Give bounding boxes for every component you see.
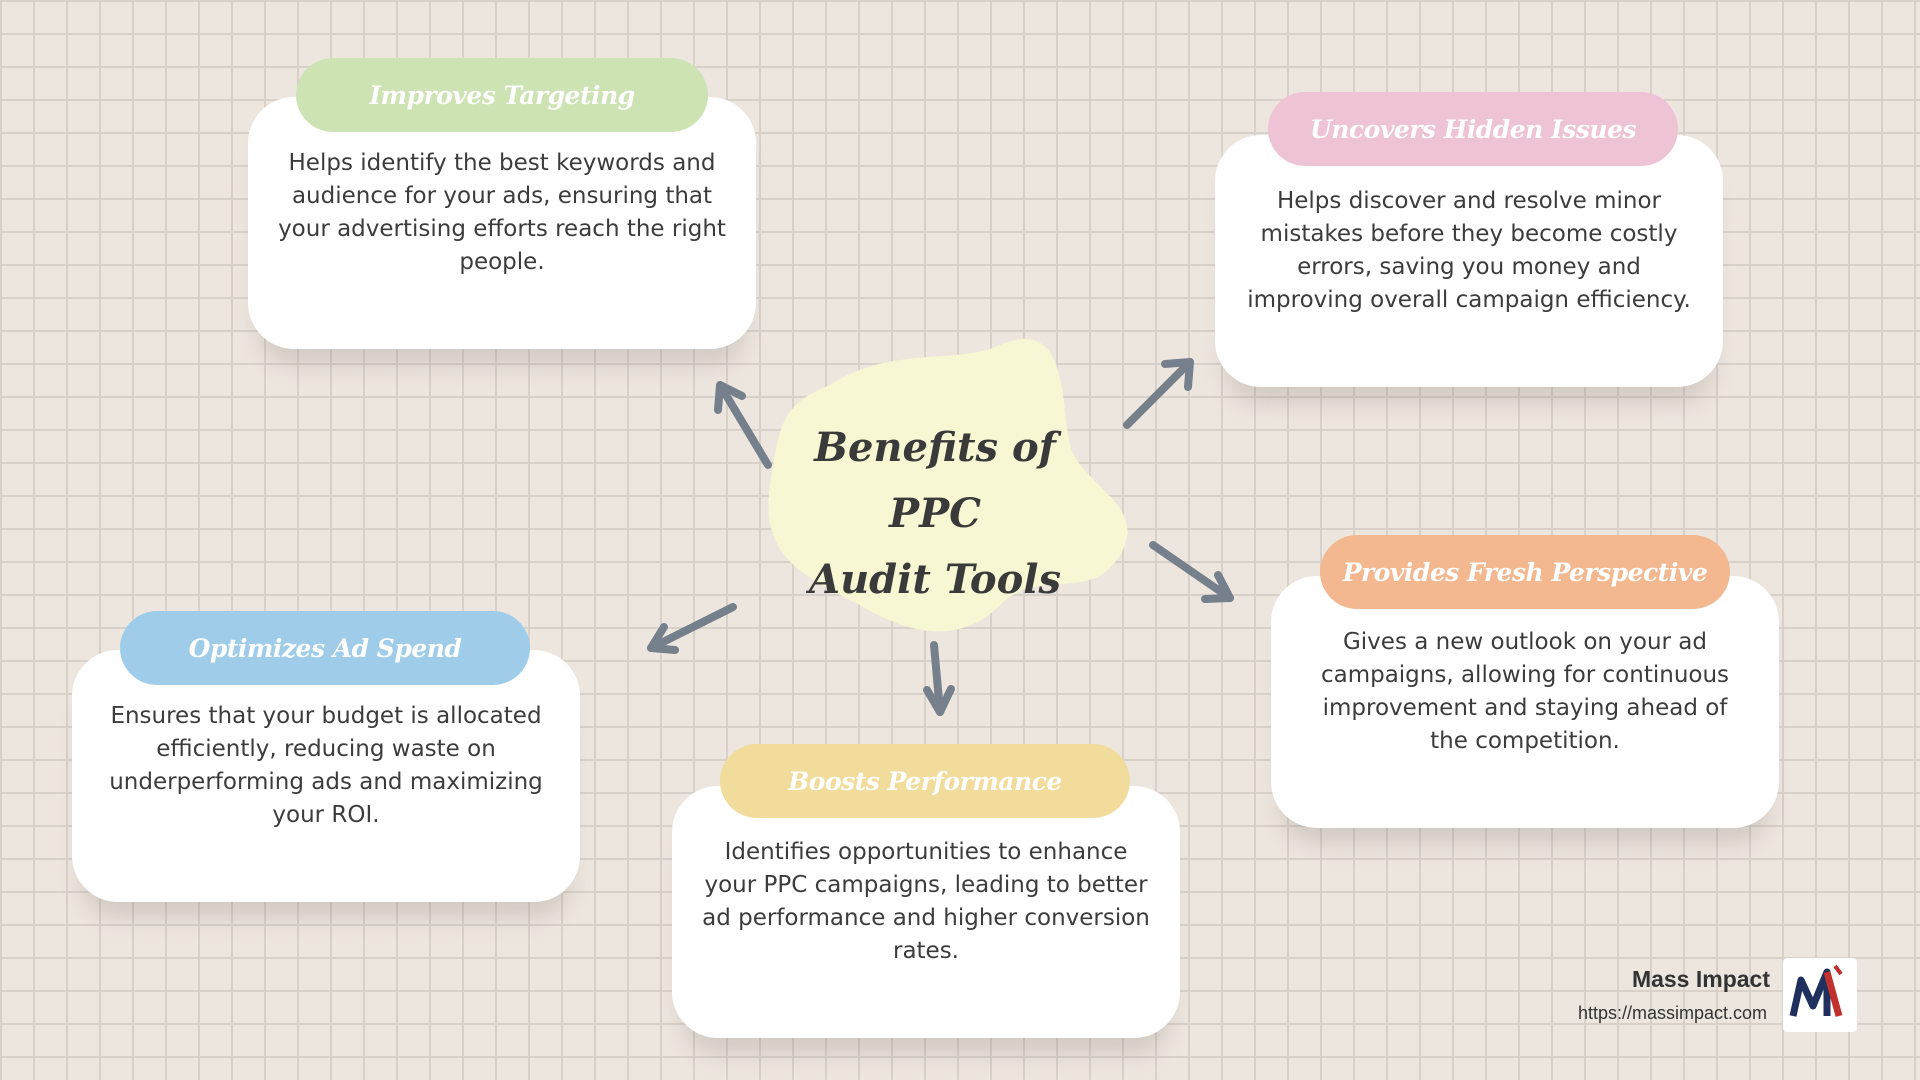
- card-uncovers-hidden-issues: Helps discover and resolve minor mistake…: [1215, 135, 1723, 387]
- card-text: Identifies opportunities to enhance your…: [702, 839, 1150, 964]
- pill-optimizes-ad-spend: Optimizes Ad Spend: [120, 611, 530, 685]
- card-improves-targeting: Helps identify the best keywords and aud…: [248, 97, 756, 349]
- brand-name: Mass Impact: [1631, 966, 1770, 992]
- card-text: Gives a new outlook on your ad campaigns…: [1320, 629, 1730, 754]
- center-blob: [768, 338, 1128, 632]
- card-text: Helps discover and resolve minor mistake…: [1247, 188, 1691, 313]
- brand-url[interactable]: https://massimpact.com: [1577, 1003, 1767, 1023]
- center-title-line2: Audit Tools: [809, 556, 1061, 603]
- card-optimizes-ad-spend: Ensures that your budget is allocated ef…: [72, 650, 580, 902]
- arrow-to-hidden-issues: [1123, 358, 1194, 429]
- pill-provides-fresh-perspective: Provides Fresh Perspective: [1320, 535, 1730, 609]
- card-boosts-performance: Identifies opportunities to enhance your…: [672, 786, 1180, 1038]
- pill-boosts-performance: Boosts Performance: [720, 744, 1130, 818]
- center-title-line1: Benefits of PPC: [814, 424, 1056, 537]
- arrow-to-performance: [923, 641, 955, 716]
- pill-uncovers-hidden-issues: Uncovers Hidden Issues: [1268, 92, 1678, 166]
- arrow-to-fresh-perspective: [1149, 541, 1234, 603]
- arrow-to-ad-spend: [647, 603, 737, 654]
- center-title: Benefits of PPC Audit Tools: [770, 415, 1100, 613]
- card-provides-fresh-perspective: Gives a new outlook on your ad campaigns…: [1271, 576, 1779, 828]
- pill-improves-targeting: Improves Targeting: [296, 58, 708, 132]
- card-text: Helps identify the best keywords and aud…: [278, 150, 726, 275]
- arrow-to-targeting: [714, 381, 772, 469]
- mass-impact-logo-icon: [1783, 958, 1857, 1032]
- card-text: Ensures that your budget is allocated ef…: [109, 703, 543, 828]
